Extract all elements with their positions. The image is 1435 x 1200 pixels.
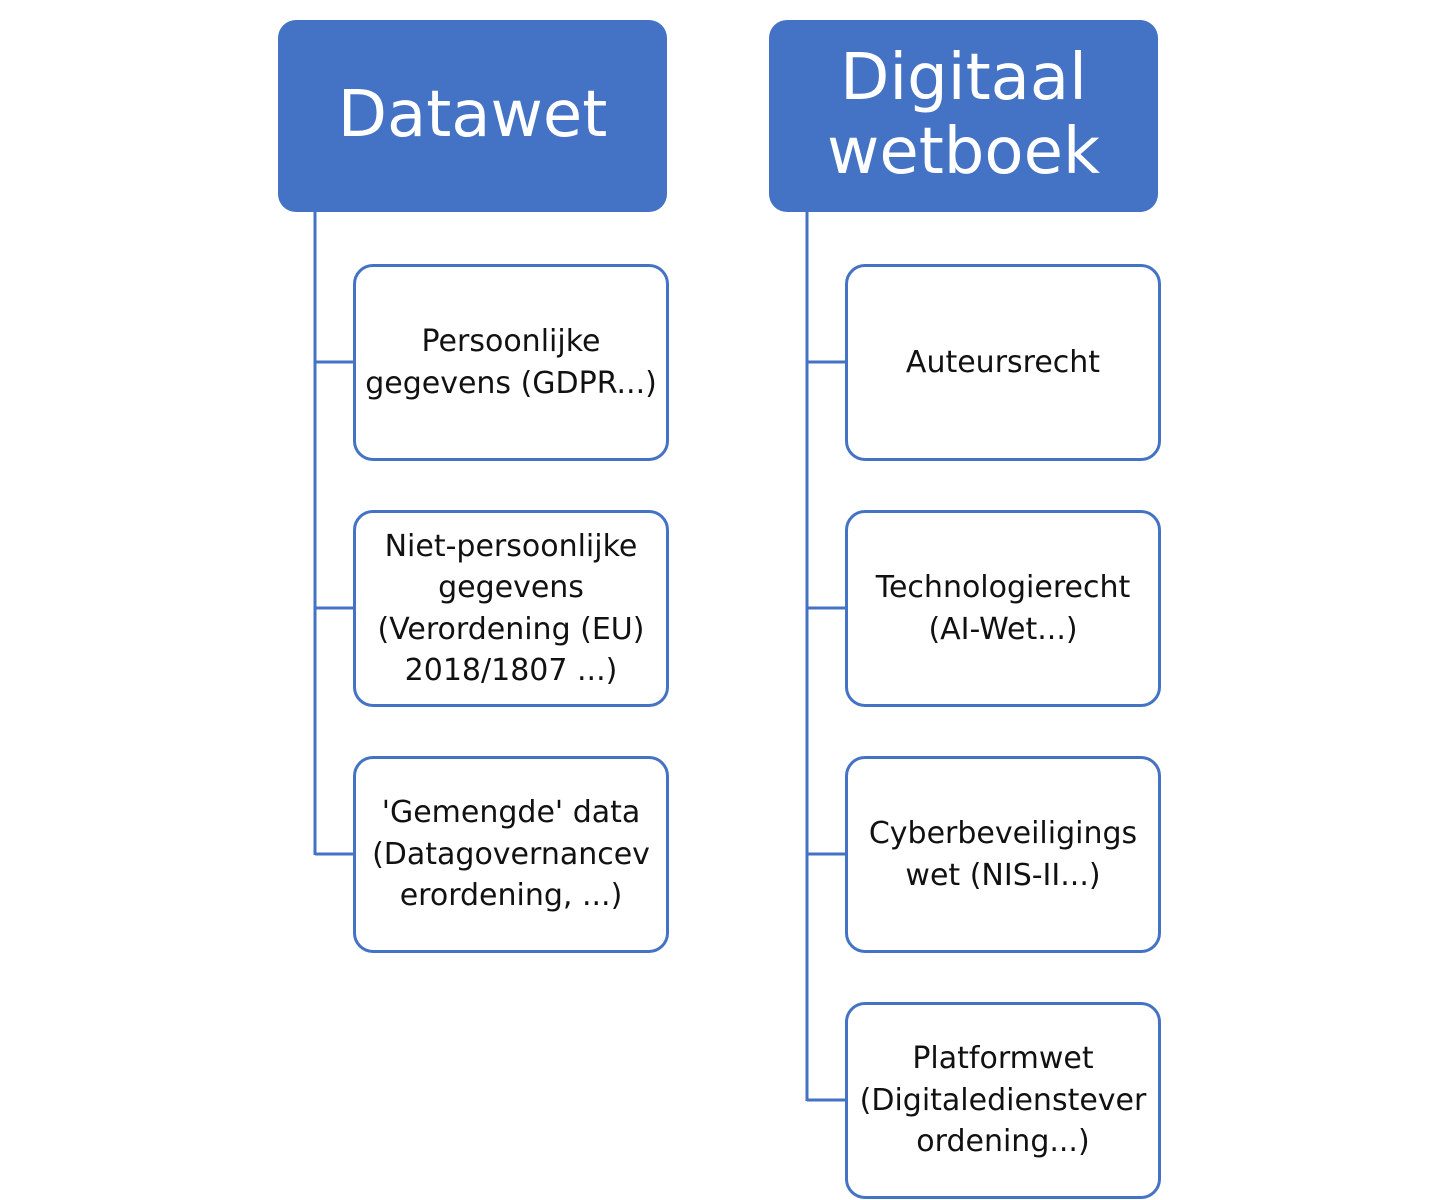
node-auteursrecht: Auteursrecht: [845, 264, 1161, 461]
header-digitaal-wetboek: Digitaal wetboek: [769, 20, 1158, 212]
node-niet-persoonlijke-gegevens: Niet-persoonlijke gegevens (Verordening …: [353, 510, 669, 707]
node-gemengde-data: 'Gemengde' data (Datagovernancev erorden…: [353, 756, 669, 953]
node-persoonlijke-gegevens: Persoonlijke gegevens (GDPR...): [353, 264, 669, 461]
header-datawet: Datawet: [278, 20, 667, 212]
node-technologierecht: Technologierecht (AI-Wet...): [845, 510, 1161, 707]
node-platformwet: Platformwet (Digitaledienstever ordening…: [845, 1002, 1161, 1199]
node-cyberbeveiligingswet: Cyberbeveiligings wet (NIS-II...): [845, 756, 1161, 953]
